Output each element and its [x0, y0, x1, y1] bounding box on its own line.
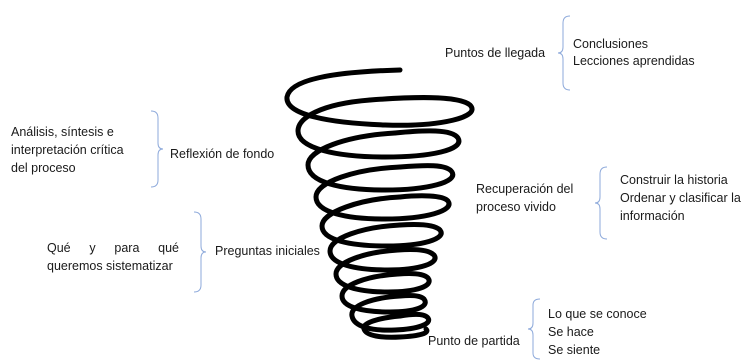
recovery-item-historia: Construir la historia [620, 173, 728, 187]
spiral-coil [333, 247, 432, 295]
reflection-note-line-1: Análisis, síntesis e [11, 125, 114, 139]
questions-note-line-1: Qué y para qué [47, 241, 179, 255]
spiral-coil [327, 222, 438, 273]
start-item-conoce: Lo que se conoce [548, 307, 647, 321]
arrival-item-conclusiones: Conclusiones [573, 37, 649, 51]
recovery-label-line-2: proceso vivido [476, 200, 556, 214]
reflection-label: Reflexión de fondo [170, 147, 275, 161]
spiral-coil [313, 164, 452, 222]
reflection-brace [150, 110, 164, 188]
spiral-coil [319, 194, 444, 249]
spiral-coil [305, 130, 456, 193]
recovery-label-line-1: Recuperación del [476, 182, 574, 196]
spiral-coil [361, 313, 430, 340]
recovery-item-informacion: información [620, 209, 685, 223]
questions-brace [193, 211, 207, 293]
start-item-hace: Se hace [548, 325, 594, 339]
questions-note-line-2: queremos sistematizar [47, 259, 173, 273]
arrival-brace [557, 15, 571, 91]
spiral-coil [284, 67, 475, 128]
questions-label: Preguntas iniciales [215, 244, 320, 258]
arrival-label: Puntos de llegada [445, 46, 546, 60]
start-label: Punto de partida [428, 334, 520, 348]
reflection-note-line-3: del proceso [11, 161, 76, 175]
start-brace [527, 298, 541, 360]
spiral-coil [339, 271, 428, 315]
spiral-coil [295, 97, 462, 160]
reflection-note-line-2: interpretación crítica [11, 143, 124, 157]
spiral-coil [349, 293, 432, 333]
recovery-item-ordenar: Ordenar y clasificar la [620, 191, 741, 205]
start-item-siente: Se siente [548, 343, 601, 357]
arrival-item-lecciones: Lecciones aprendidas [573, 54, 695, 68]
recovery-brace [594, 166, 608, 240]
